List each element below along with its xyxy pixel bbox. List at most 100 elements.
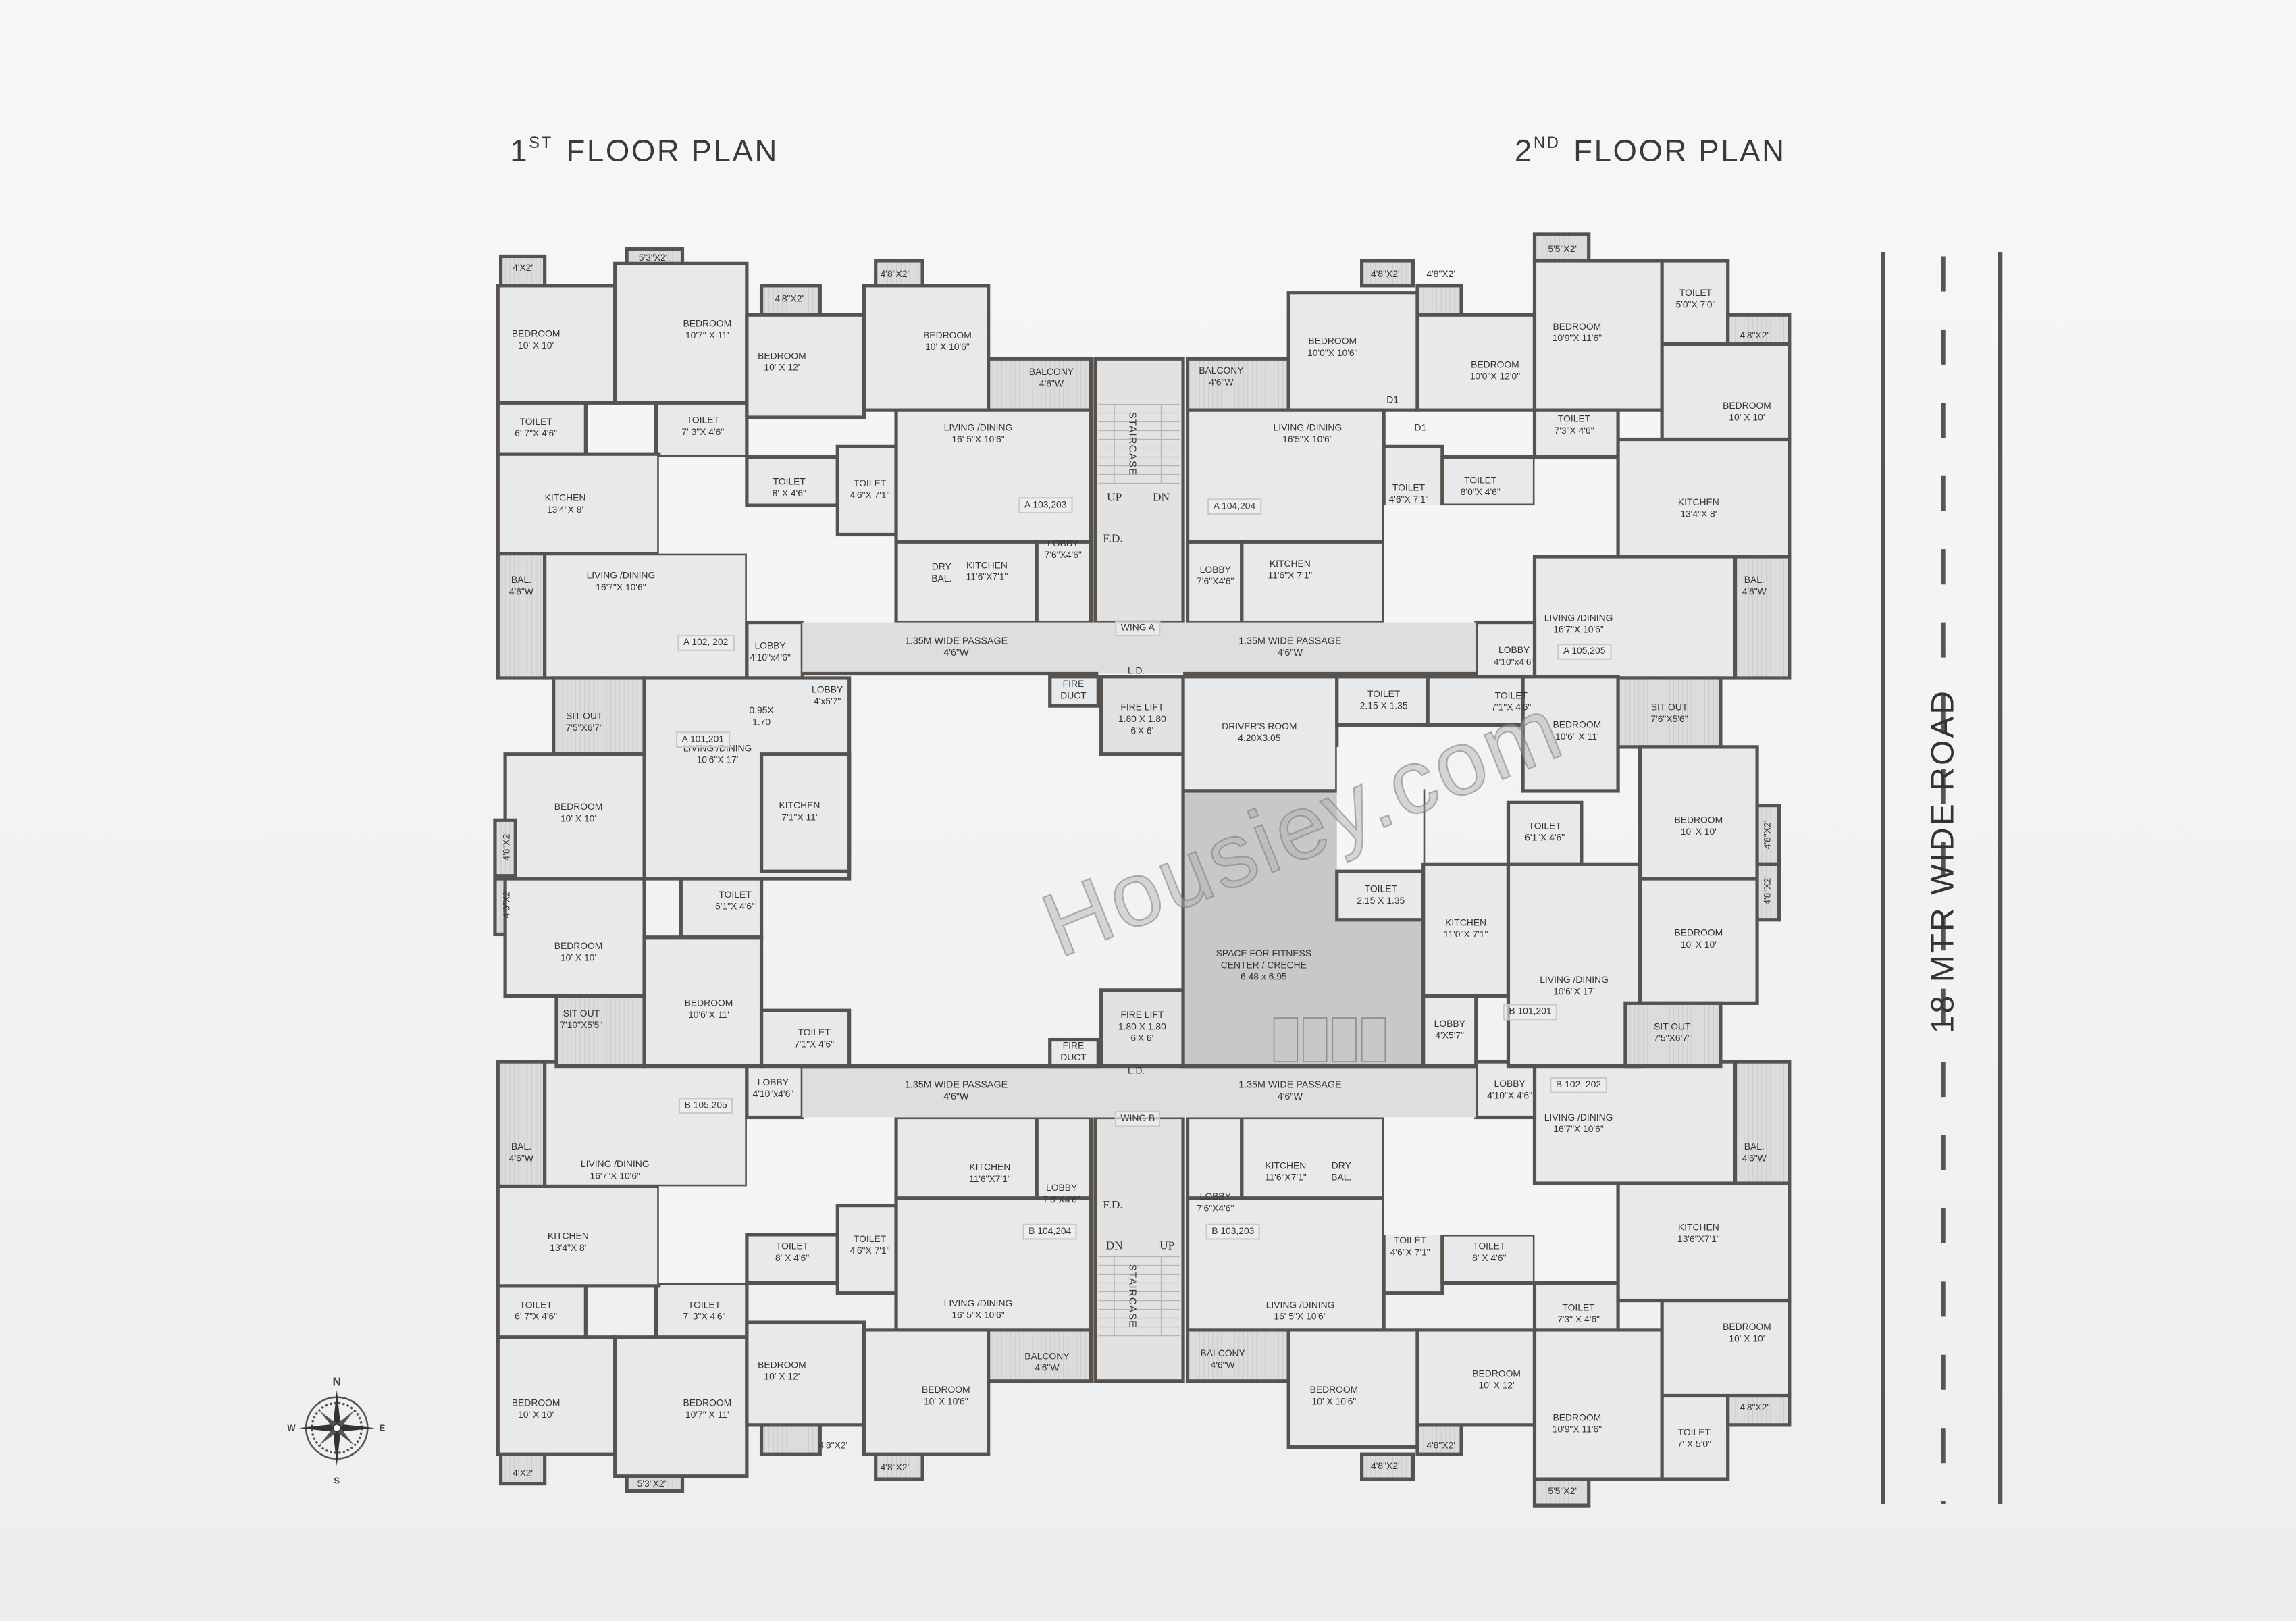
room-label-name: FIRE LIFT (1120, 1010, 1164, 1021)
room-label-size: 1.70 (752, 717, 771, 728)
room-label-size: 2.15 X 1.35 (1357, 896, 1405, 907)
room-label-size: 7'5"X6'7" (1653, 1033, 1691, 1045)
room-label-extra: 6'X 6' (1130, 1033, 1154, 1045)
room-label-size: 7'6"X4'6" (1044, 550, 1082, 561)
room-label: 4'8"X2' (1740, 1403, 1769, 1414)
room-label-size: DUCT (1060, 1053, 1087, 1064)
unit-number-tag: B 102, 202 (1550, 1077, 1607, 1093)
room-label-name: F.D. (1103, 532, 1123, 545)
room-label-size: 7'5"X6'7" (565, 723, 603, 734)
upper-wing-a-walls (498, 234, 1790, 678)
room-label-name: STAIRCASE (1126, 1264, 1137, 1329)
room-label-size: 7'6"X4'6" (1043, 1195, 1080, 1206)
room-label: UP (1159, 1239, 1174, 1254)
unit-number-tag: A 102, 202 (677, 635, 734, 651)
room-label: 4'X2' (513, 1469, 533, 1481)
room-label-name: FIRE (1062, 679, 1085, 690)
room-label-size: 7'6"X4'6" (1197, 577, 1234, 588)
room-label-name: DRY (1331, 1161, 1351, 1172)
room-label-name: 4'8"X2' (1740, 331, 1769, 342)
room-label-name: 5'5"X2' (1548, 1486, 1577, 1497)
room-label-name: TOILET (1367, 690, 1401, 700)
room-label-name: BEDROOM (683, 1398, 732, 1410)
room-label-name: TOILET (1679, 288, 1713, 299)
room-label-name: BALCONY (1028, 367, 1074, 378)
room-label-name: BAL. (1744, 1142, 1765, 1153)
room-label-name: BEDROOM (511, 329, 560, 340)
room-label-name: BEDROOM (1308, 336, 1357, 347)
room-label-size: 10'6"X 17' (696, 755, 739, 767)
room-label-name: TOILET (853, 479, 887, 490)
room-label-name: L.D. (1127, 1066, 1145, 1077)
room-label-name: SIT OUT (563, 1009, 600, 1020)
room-label-name: KITCHEN (547, 1231, 589, 1242)
room-label-name: BEDROOM (684, 998, 733, 1010)
room-label-name: TOILET (1364, 884, 1397, 895)
room-label-size: 7'6"X4'6" (1197, 1204, 1234, 1214)
room-label-size: 4.20X3.05 (1238, 734, 1281, 744)
room-label-size: 10'6" X 11' (1555, 732, 1599, 743)
room-label-name: TOILET (1562, 1303, 1595, 1314)
compass-north: N (332, 1374, 341, 1388)
unit-number-tag: A 101,201 (675, 731, 730, 748)
room-label-name: 5'3"X2' (638, 253, 668, 264)
room-label-name: 4'8"X2' (1426, 1441, 1455, 1451)
room-label-size: 6'1"X 4'6" (715, 902, 756, 912)
room-label-name: 4'8"X2' (1763, 876, 1773, 905)
room-label: 5'3"X2' (639, 253, 668, 265)
room-label-size: 10'9"X 11'6" (1552, 334, 1602, 344)
room-label-name: KITCHEN (1445, 918, 1486, 929)
room-label-size: 4'10"x4'6" (750, 653, 791, 664)
room-label-name: TOILET (775, 1241, 809, 1252)
room-label-name: KITCHEN (779, 801, 820, 812)
room-label-name: DN (1105, 1239, 1123, 1252)
unit-number-tag: B 105,205 (678, 1098, 733, 1114)
room-label: DN (1153, 490, 1170, 505)
room-label-name: DRIVER'S ROOM (1222, 722, 1297, 733)
room-label-name: LOBBY (1199, 565, 1231, 576)
room-label-name: BALCONY (1200, 1349, 1245, 1360)
room-label-name: KITCHEN (966, 561, 1008, 571)
room-label-size: 8'0"X 4'6" (1460, 488, 1501, 498)
room-label-size: 10' X 10' (1729, 413, 1765, 423)
room-label-name: BAL. (511, 575, 531, 586)
room-label: 4'8"X2' (775, 294, 804, 306)
room-label-name: 4'8"X2' (502, 832, 513, 861)
room-label-size: 4'6"W (1742, 587, 1767, 598)
room-label-size: 16'5"X 10'6" (1282, 435, 1333, 446)
room-label-size: 13'4"X 8' (550, 1243, 587, 1254)
room-label-name: LOBBY (1047, 538, 1079, 550)
room-label-size: 11'6"X7'1" (966, 572, 1008, 584)
room-label-size: 10'0"X 12'0" (1469, 371, 1521, 382)
room-label-size: 10' X 10' (518, 341, 554, 352)
room-label-name: 4'8"X2' (1763, 820, 1773, 850)
room-label-name: BEDROOM (554, 802, 603, 813)
room-label-name: UP (1107, 490, 1122, 504)
room-label-name: 4'8"X2' (1426, 269, 1455, 280)
room-label-size: 4'6"W (943, 1092, 969, 1103)
room-label-size: 6' 7"X 4'6" (515, 1312, 558, 1323)
room-label-size: 4'10"x4'6" (1493, 657, 1535, 668)
